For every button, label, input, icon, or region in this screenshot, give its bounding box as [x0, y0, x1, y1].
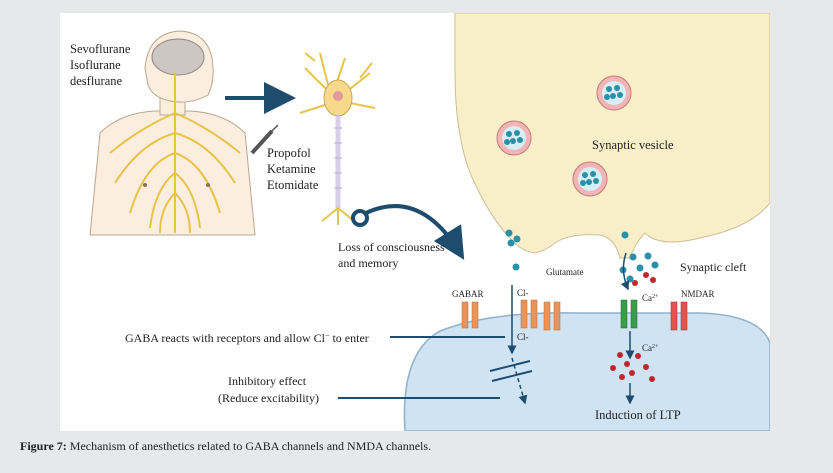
- chloride-label-cleft: Cl-: [517, 288, 529, 298]
- calcium-ions-cleft: [632, 272, 656, 286]
- blocked-signal-icon: [489, 357, 533, 405]
- human-figure: [89, 30, 256, 236]
- nervous-system: [109, 73, 241, 234]
- neuron-icon: [299, 52, 376, 225]
- gaba-receptor: [543, 301, 561, 331]
- inhaled-agent-2: Isoflurane: [70, 58, 121, 72]
- nmdar-label: NMDAR: [681, 289, 715, 299]
- iv-agent-1: Propofol: [267, 146, 311, 160]
- calcium-label-cell: Ca2+: [642, 343, 659, 353]
- gabar-label: GABAR: [452, 289, 484, 299]
- effect-label-2: and memory: [338, 256, 398, 270]
- figure-panel: Sevoflurane Isoflurane desflurane Propof…: [60, 12, 771, 432]
- calcium-ions-cell: [610, 352, 655, 382]
- caption-text: Mechanism of anesthetics related to GABA…: [66, 439, 432, 453]
- effect-label-1: Loss of consciousness: [338, 240, 445, 254]
- inhaled-agent-3: desflurane: [70, 74, 123, 88]
- inhibitory-effect-label-2: (Reduce excitability): [218, 391, 319, 405]
- release-arrow: [620, 252, 630, 291]
- caption-prefix: Figure 7:: [20, 439, 67, 453]
- inhaled-agent-1: Sevoflurane: [70, 42, 131, 56]
- brain-icon: [151, 38, 205, 76]
- synaptic-vesicles: [496, 75, 632, 197]
- synaptic-vesicle-label: Synaptic vesicle: [592, 138, 674, 152]
- synaptic-vesicle: [572, 161, 608, 197]
- glutamate-label: Glutamate: [546, 267, 584, 277]
- presynaptic-terminal: [454, 12, 771, 259]
- figure-caption: Figure 7: Mechanism of anesthetics relat…: [20, 439, 810, 454]
- gaba-molecules: [505, 229, 521, 271]
- inhibitory-effect-label-1: Inhibitory effect: [228, 374, 307, 388]
- gaba-receptor: [520, 299, 538, 329]
- nmda-receptor: [670, 301, 688, 331]
- neuron-to-synapse-arrow: [365, 204, 465, 260]
- diagram-canvas: Sevoflurane Isoflurane desflurane Propof…: [70, 12, 771, 432]
- iv-agent-2: Ketamine: [267, 162, 316, 176]
- gaba-receptor: [461, 301, 479, 329]
- synaptic-vesicle: [496, 120, 532, 156]
- postsynaptic-cell: [403, 312, 771, 432]
- synaptic-vesicle: [596, 75, 632, 111]
- ltp-label: Induction of LTP: [595, 408, 681, 422]
- curve-arrow-start: [351, 209, 369, 227]
- syringe-icon: [250, 124, 279, 155]
- iv-agent-3: Etomidate: [267, 178, 319, 192]
- chloride-label-cell: Cl-: [517, 332, 529, 342]
- calcium-label-cleft: Ca2+: [642, 293, 659, 303]
- synaptic-cleft-label: Synaptic cleft: [680, 260, 747, 274]
- glutamate-channel: [620, 299, 638, 329]
- gaba-statement: GABA reacts with receptors and allow Cl−…: [125, 331, 369, 345]
